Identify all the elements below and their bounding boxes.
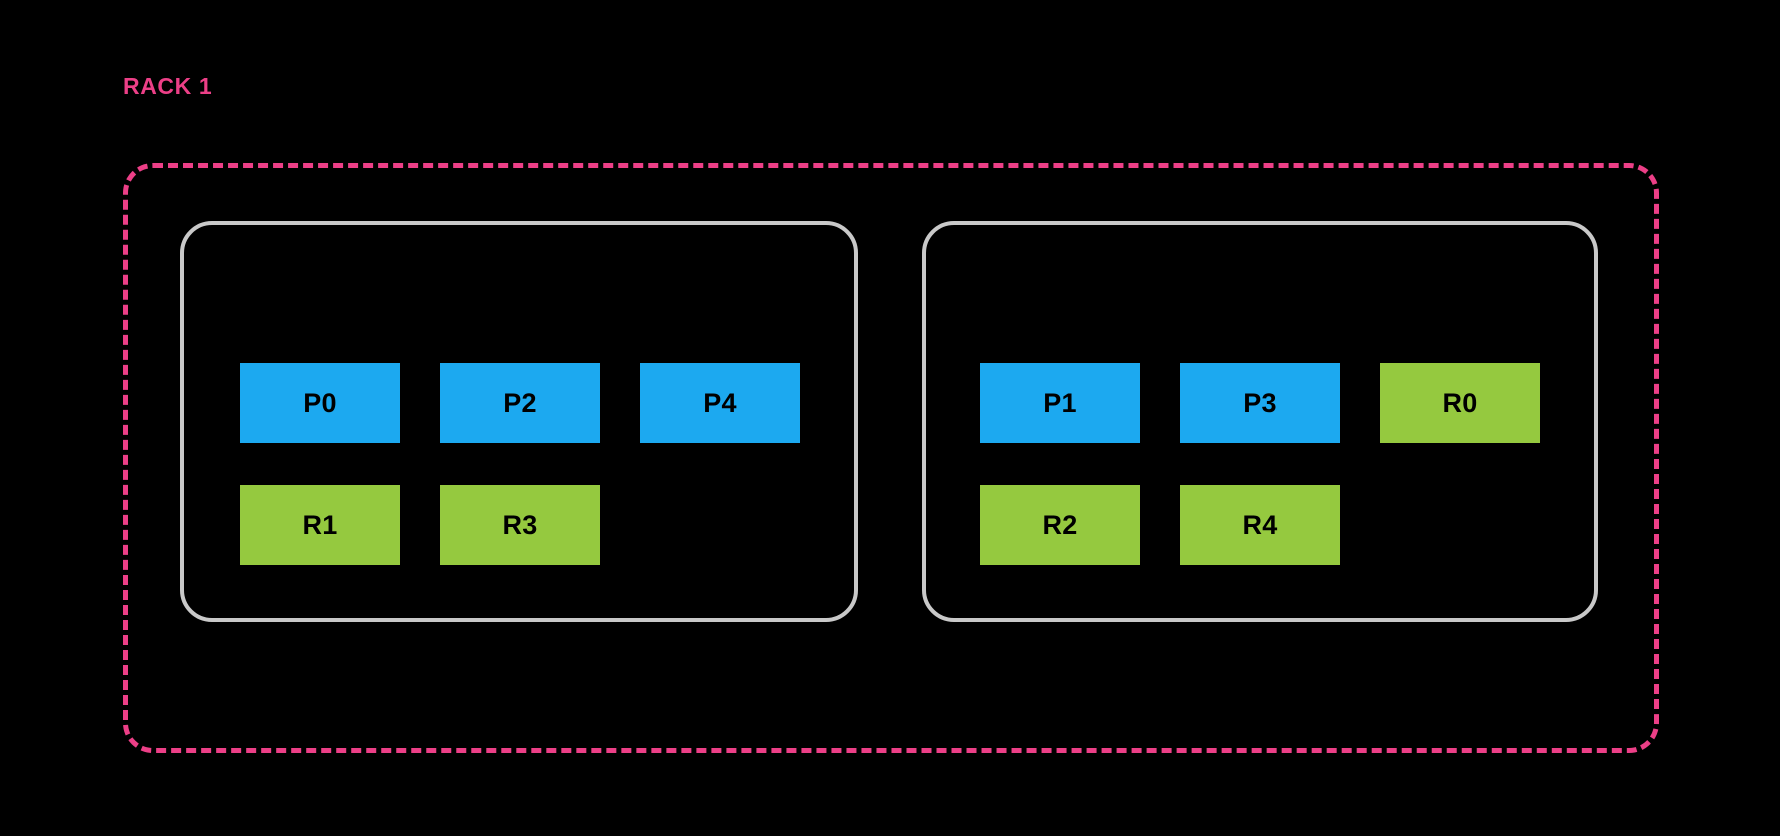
chip-p3: P3 xyxy=(1180,363,1340,443)
rack-boundary xyxy=(123,163,1659,753)
chip-r0: R0 xyxy=(1380,363,1540,443)
chip-r2: R2 xyxy=(980,485,1140,565)
chip-p1: P1 xyxy=(980,363,1140,443)
node-container-right xyxy=(922,221,1598,622)
rack-title: RACK 1 xyxy=(123,73,213,99)
chip-p0: P0 xyxy=(240,363,400,443)
chip-r1: R1 xyxy=(240,485,400,565)
chip-r3: R3 xyxy=(440,485,600,565)
chip-p2: P2 xyxy=(440,363,600,443)
chip-p4: P4 xyxy=(640,363,800,443)
node-container-left xyxy=(180,221,858,622)
chip-r4: R4 xyxy=(1180,485,1340,565)
